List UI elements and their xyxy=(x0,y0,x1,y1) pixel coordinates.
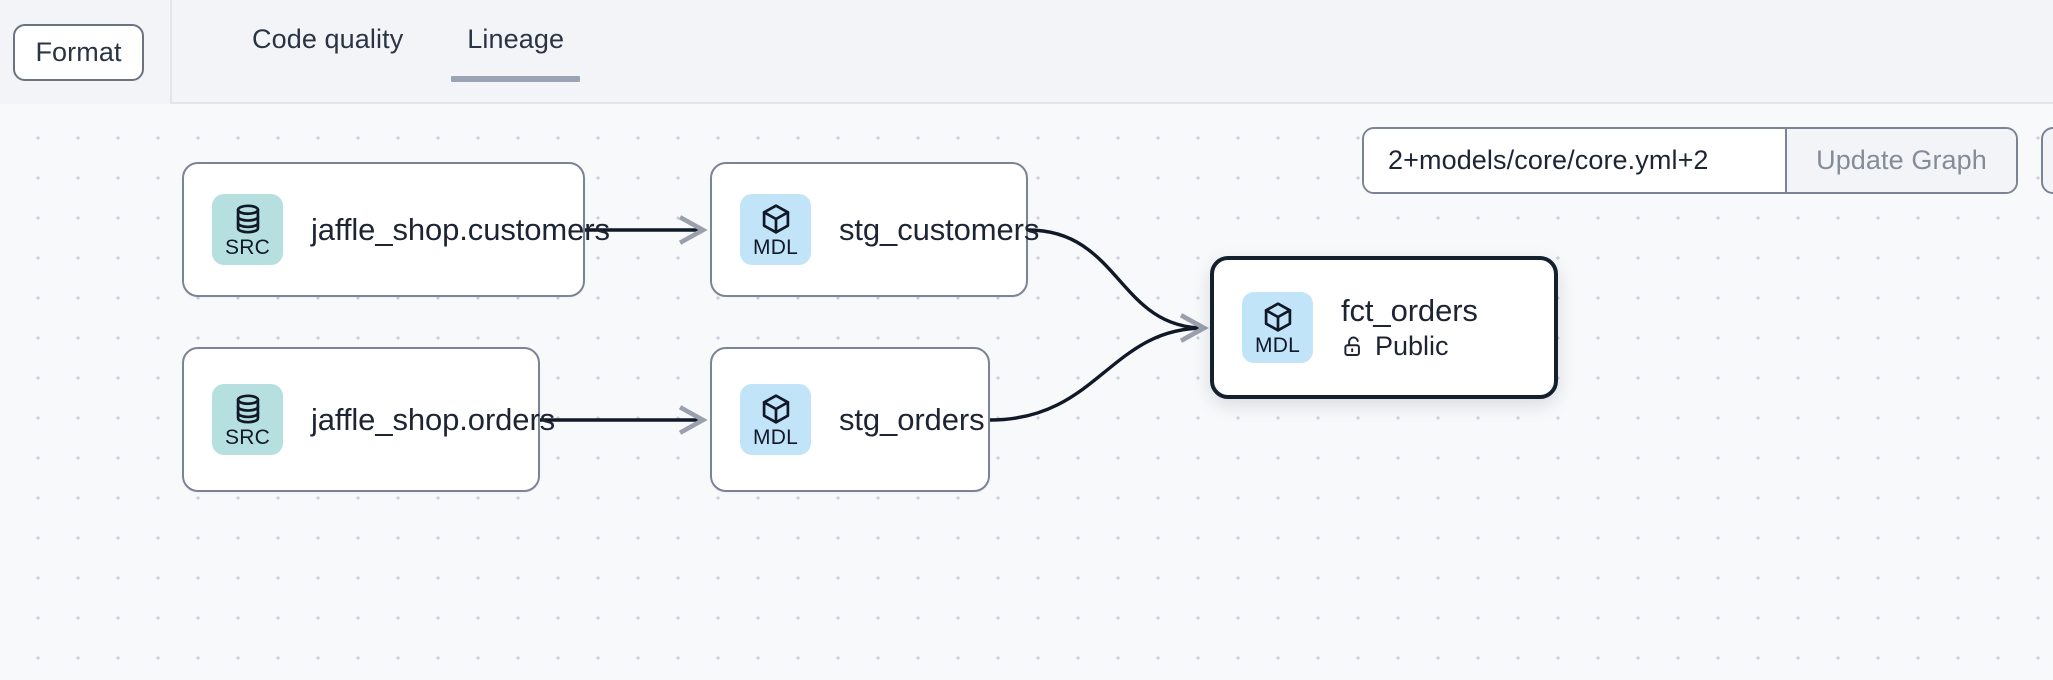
node-jaffle-shop-orders[interactable]: SRC jaffle_shop.orders xyxy=(182,347,555,492)
cube-icon xyxy=(762,393,789,424)
toolbar-divider xyxy=(172,102,2053,104)
node-badge-label: SRC xyxy=(225,235,270,259)
node-body: stg_customers xyxy=(839,212,1039,248)
node-badge-mdl: MDL xyxy=(740,384,811,455)
node-stg-customers[interactable]: MDL stg_customers xyxy=(710,162,1039,297)
node-body: stg_orders xyxy=(839,401,985,438)
node-badge-src: SRC xyxy=(212,194,283,265)
node-title: jaffle_shop.orders xyxy=(311,401,556,437)
node-fct-orders[interactable]: MDL fct_orders Public xyxy=(1210,256,1558,399)
toolbar: Format Code quality Lineage xyxy=(0,0,2053,104)
edge-stgorders-to-fct xyxy=(989,313,1209,422)
node-title: jaffle_shop.customers xyxy=(311,211,610,247)
unlock-icon xyxy=(1344,336,1360,356)
node-title: stg_orders xyxy=(839,401,985,437)
database-icon xyxy=(236,203,259,234)
node-title: fct_orders xyxy=(1341,293,1478,329)
node-stg-orders[interactable]: MDL stg_orders xyxy=(710,347,990,492)
graph-controls: Update Graph xyxy=(1362,127,2018,194)
node-jaffle-shop-customers[interactable]: SRC jaffle_shop.customers xyxy=(182,162,610,297)
node-badge-mdl: MDL xyxy=(740,194,811,265)
node-badge-label: SRC xyxy=(225,425,270,449)
edge-stgcustomers-to-fct xyxy=(1027,228,1209,343)
node-title: stg_customers xyxy=(839,211,1040,247)
node-badge-label: MDL xyxy=(1255,333,1300,357)
node-visibility: Public xyxy=(1341,331,1478,362)
node-body: jaffle_shop.orders xyxy=(311,402,555,438)
format-button[interactable]: Format xyxy=(13,23,144,81)
node-badge-label: MDL xyxy=(753,235,798,259)
tab-code-quality[interactable]: Code quality xyxy=(252,23,404,54)
node-body: fct_orders Public xyxy=(1341,293,1478,362)
tab-bar: Code quality Lineage xyxy=(172,0,597,104)
toolbar-left-section: Format xyxy=(0,0,172,104)
node-body: jaffle_shop.customers xyxy=(311,212,610,248)
cube-icon xyxy=(1264,301,1291,332)
database-icon xyxy=(236,393,259,424)
node-badge-src: SRC xyxy=(212,384,283,455)
overflow-control-button[interactable] xyxy=(2041,127,2053,194)
node-badge-label: MDL xyxy=(753,425,798,449)
tab-lineage[interactable]: Lineage xyxy=(435,0,596,104)
node-badge-mdl: MDL xyxy=(1242,292,1313,363)
node-visibility-label: Public xyxy=(1375,330,1449,361)
lineage-canvas[interactable]: SRC jaffle_shop.customers MDL stg_custom… xyxy=(0,104,2053,680)
selector-input[interactable] xyxy=(1364,129,1785,192)
update-graph-button[interactable]: Update Graph xyxy=(1785,129,2016,192)
cube-icon xyxy=(762,203,789,234)
